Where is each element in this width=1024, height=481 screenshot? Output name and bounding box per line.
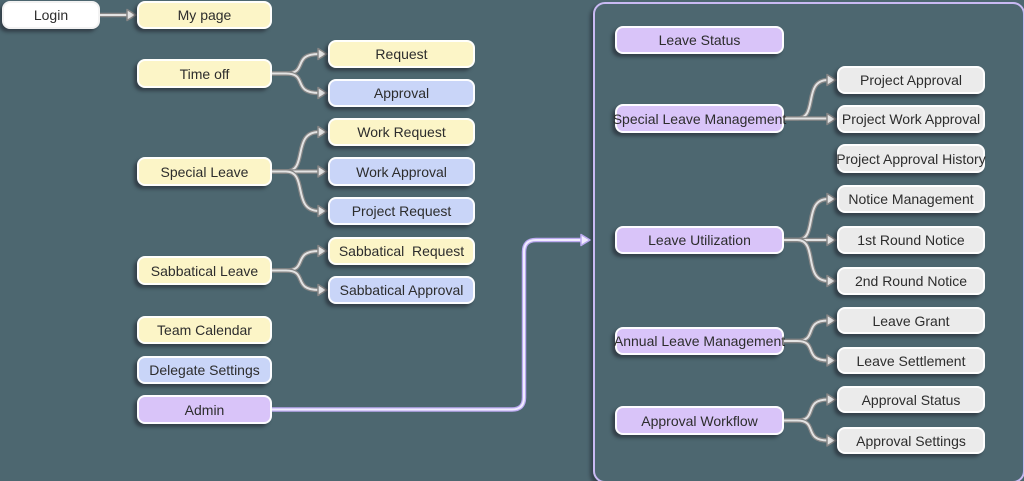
node-annual[interactable]: Annual Leave Management <box>613 327 786 355</box>
node-label-admin: Admin <box>184 401 225 418</box>
node-label-projworkapproval: Project Work Approval <box>841 111 981 127</box>
node-projectrequest[interactable]: Project Request <box>328 197 475 225</box>
node-label-approval: Approval <box>373 85 430 101</box>
node-label-apprsettings: Approval Settings <box>856 432 966 449</box>
arrowhead <box>317 125 328 139</box>
edge-login-mypage <box>100 8 137 22</box>
node-sabrequest[interactable]: Sabbatical Request <box>328 237 475 265</box>
edge-timeoff-request <box>272 47 328 76</box>
node-leavestatus[interactable]: Leave Status <box>615 26 784 54</box>
node-request[interactable]: Request <box>328 40 475 68</box>
node-label-projapproval: Project Approval <box>860 72 962 88</box>
node-workflow[interactable]: Approval Workflow <box>615 406 784 435</box>
node-teamcalendar[interactable]: Team Calendar <box>137 316 272 344</box>
node-label-specialleave: Special Leave <box>160 163 249 180</box>
edge-specialleave-workapproval <box>272 165 328 178</box>
node-label-apprstatus: Approval Status <box>861 391 961 408</box>
edge-sabbaticalleave-sabapproval <box>272 268 328 297</box>
node-label-delegatesettings: Delegate Settings <box>149 362 260 378</box>
node-login[interactable]: Login <box>2 1 100 29</box>
edge-specialleave-projectrequest <box>272 169 328 218</box>
node-admin[interactable]: Admin <box>137 395 272 424</box>
node-approval[interactable]: Approval <box>328 79 475 107</box>
node-label-projhistory: Project Approval History <box>836 150 986 167</box>
node-projapproval[interactable]: Project Approval <box>837 66 985 94</box>
node-label-request: Request <box>375 46 428 62</box>
node-label-sabapproval: Sabbatical Approval <box>339 282 464 298</box>
node-projhistory[interactable]: Project Approval History <box>836 144 986 173</box>
node-label-round2: 2nd Round Notice <box>854 273 968 289</box>
node-label-settlement: Leave Settlement <box>856 352 966 369</box>
node-mypage[interactable]: My page <box>137 1 272 29</box>
node-label-round1: 1st Round Notice <box>857 232 965 248</box>
edge-timeoff-approval <box>272 71 328 100</box>
node-projworkapproval[interactable]: Project Work Approval <box>837 105 985 133</box>
arrowhead <box>317 204 328 218</box>
arrowhead <box>580 233 591 247</box>
node-label-workapproval: Work Approval <box>356 163 447 180</box>
node-workapproval[interactable]: Work Approval <box>328 157 475 186</box>
node-sabapproval[interactable]: Sabbatical Approval <box>328 276 475 304</box>
node-label-leavestatus: Leave Status <box>658 32 741 48</box>
arrowhead <box>126 8 137 22</box>
node-label-utilization: Leave Utilization <box>648 232 751 248</box>
edge-specialleave-workrequest <box>272 125 328 174</box>
edge-sabbaticalleave-sabrequest <box>272 244 328 273</box>
node-label-mypage: My page <box>177 7 232 23</box>
node-round1[interactable]: 1st Round Notice <box>837 226 985 254</box>
node-apprstatus[interactable]: Approval Status <box>837 386 985 413</box>
node-label-login: Login <box>33 7 69 23</box>
node-specialleave[interactable]: Special Leave <box>137 157 272 186</box>
node-label-sabbaticalleave: Sabbatical Leave <box>150 262 259 279</box>
node-utilization[interactable]: Leave Utilization <box>615 226 784 254</box>
node-timeoff[interactable]: Time off <box>137 59 272 88</box>
node-label-annual: Annual Leave Management <box>613 333 786 349</box>
node-round2[interactable]: 2nd Round Notice <box>837 267 985 295</box>
arrowhead <box>317 244 328 258</box>
node-label-sabrequest: Sabbatical Request <box>338 243 465 259</box>
node-workrequest[interactable]: Work Request <box>328 118 475 146</box>
node-label-timeoff: Time off <box>179 65 230 82</box>
node-label-teamcalendar: Team Calendar <box>157 322 252 338</box>
arrowhead <box>317 47 328 61</box>
node-slm[interactable]: Special Leave Management <box>612 104 787 133</box>
node-grant[interactable]: Leave Grant <box>837 307 985 334</box>
node-label-projectrequest: Project Request <box>351 203 452 219</box>
node-label-workflow: Approval Workflow <box>641 412 758 429</box>
node-noticemgmt[interactable]: Notice Management <box>837 185 985 213</box>
node-label-grant: Leave Grant <box>872 312 950 329</box>
node-label-slm: Special Leave Management <box>612 110 787 127</box>
node-settlement[interactable]: Leave Settlement <box>837 347 985 374</box>
node-apprsettings[interactable]: Approval Settings <box>837 427 985 454</box>
node-delegatesettings[interactable]: Delegate Settings <box>137 356 272 384</box>
node-sabbaticalleave[interactable]: Sabbatical Leave <box>137 256 272 285</box>
node-label-noticemgmt: Notice Management <box>848 191 974 207</box>
node-label-workrequest: Work Request <box>357 124 446 140</box>
arrowhead <box>317 86 328 100</box>
arrowhead <box>317 283 328 297</box>
arrowhead <box>317 165 328 178</box>
